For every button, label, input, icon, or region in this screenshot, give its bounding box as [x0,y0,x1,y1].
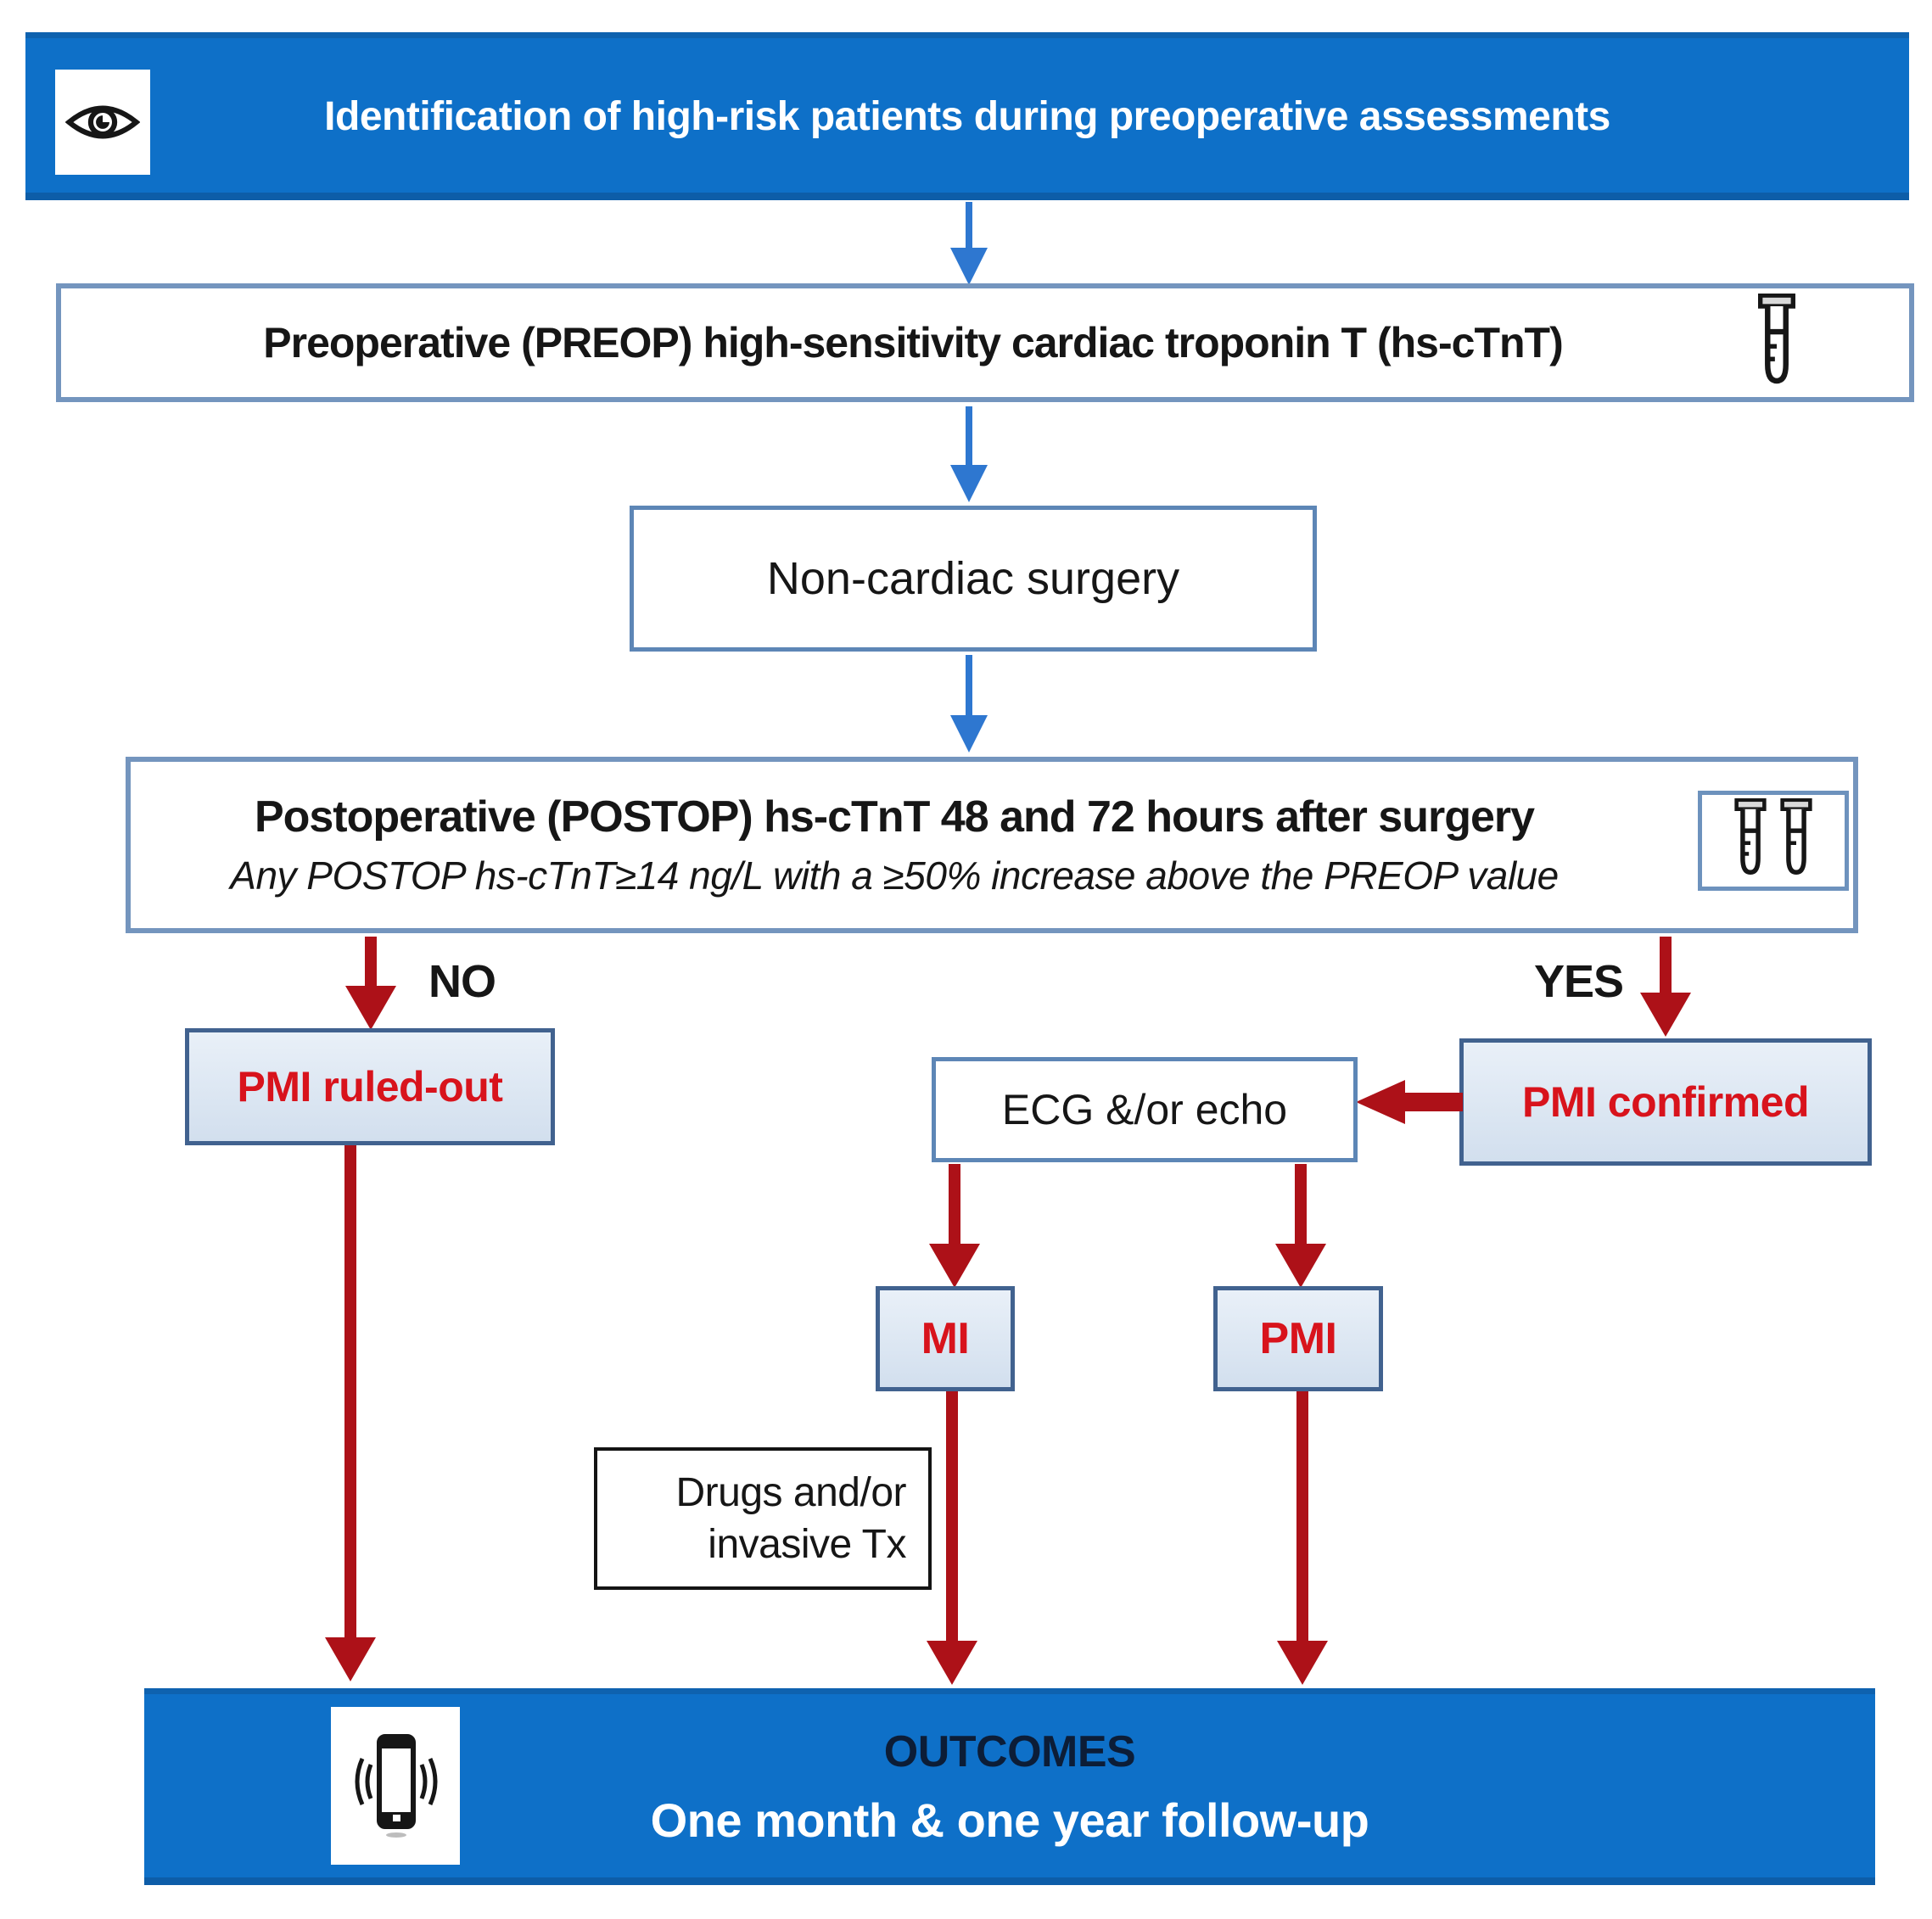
test-tubes-icon [1698,791,1849,891]
arrow-banner-to-preop-head [950,248,988,285]
surgery-label: Non-cardiac surgery [766,553,1180,604]
preop-box: Preoperative (PREOP) high-sensitivity ca… [56,283,1914,402]
postop-box: Postoperative (POSTOP) hs-cTnT 48 and 72… [126,757,1858,933]
outcomes-banner: OUTCOMES One month & one year follow-up [144,1688,1875,1885]
branch-yes-label: YES [1534,956,1624,1007]
vibrating-phone-icon [331,1707,460,1865]
arrow-banner-to-preop-line [966,202,972,251]
arrow-mi-to-outcomes-line [946,1391,958,1642]
top-banner-title: Identification of high-risk patients dur… [324,93,1610,139]
arrow-surgery-to-postop-line [966,655,972,718]
drugs-text: Drugs and/or invasive Tx [675,1469,907,1568]
pmi-ruled-out-box: PMI ruled-out [185,1028,555,1145]
test-tube-glyph [1780,798,1812,876]
ecg-label: ECG &/or echo [1001,1086,1288,1133]
outcomes-text: OUTCOMES One month & one year follow-up [144,1726,1875,1848]
ecg-box: ECG &/or echo [932,1057,1358,1162]
top-banner: Identification of high-risk patients dur… [25,32,1909,200]
test-tube-glyph [1734,798,1767,876]
arrow-ruledout-to-outcomes-line [344,1145,356,1639]
eye-icon [55,70,150,175]
phone-glyph [355,1734,438,1838]
preop-label: Preoperative (PREOP) high-sensitivity ca… [263,319,1563,366]
arrow-preop-to-surgery-line [966,406,972,467]
pmi-confirmed-label: PMI confirmed [1522,1078,1809,1126]
postop-subtitle: Any POSTOP hs-cTnT≥14 ng/L with a ≥50% i… [230,853,1559,898]
eye-icon-glyph [65,105,140,139]
arrow-ecg-to-mi-head [929,1244,980,1288]
arrow-confirmed-to-ecg-line [1405,1093,1463,1111]
postop-title: Postoperative (POSTOP) hs-cTnT 48 and 72… [254,792,1535,842]
pmi-box: PMI [1213,1286,1383,1391]
arrow-confirmed-to-ecg-head [1356,1080,1405,1124]
arrow-yes-line [1660,937,1672,998]
arrow-ecg-to-pmi-line [1295,1164,1307,1247]
test-tube-glyph [1758,294,1795,384]
arrow-no-head [345,986,396,1030]
branch-no-label: NO [428,956,496,1007]
arrow-ecg-to-pmi-head [1275,1244,1326,1288]
pmi-confirmed-box: PMI confirmed [1459,1038,1872,1166]
pmi-ruled-out-label: PMI ruled-out [237,1063,503,1111]
arrow-pmi-to-outcomes-line [1296,1391,1308,1642]
drugs-box: Drugs and/or invasive Tx [594,1447,932,1590]
arrow-mi-to-outcomes-head [927,1641,977,1685]
arrow-yes-head [1640,993,1691,1037]
outcomes-subtitle: One month & one year follow-up [650,1793,1369,1847]
arrow-no-line [365,937,377,991]
mi-box: MI [876,1286,1015,1391]
test-tube-icon [1750,294,1804,394]
surgery-box: Non-cardiac surgery [630,506,1317,652]
arrow-pmi-to-outcomes-head [1277,1641,1328,1685]
arrow-ecg-to-mi-line [949,1164,960,1247]
mi-label: MI [921,1314,970,1363]
drugs-line1: Drugs and/or [675,1470,907,1515]
pmi-label: PMI [1259,1314,1337,1363]
arrow-ruledout-to-outcomes-head [325,1637,376,1681]
arrow-surgery-to-postop-head [950,715,988,752]
outcomes-title: OUTCOMES [883,1726,1136,1776]
drugs-line2: invasive Tx [708,1522,906,1567]
arrow-preop-to-surgery-head [950,465,988,502]
